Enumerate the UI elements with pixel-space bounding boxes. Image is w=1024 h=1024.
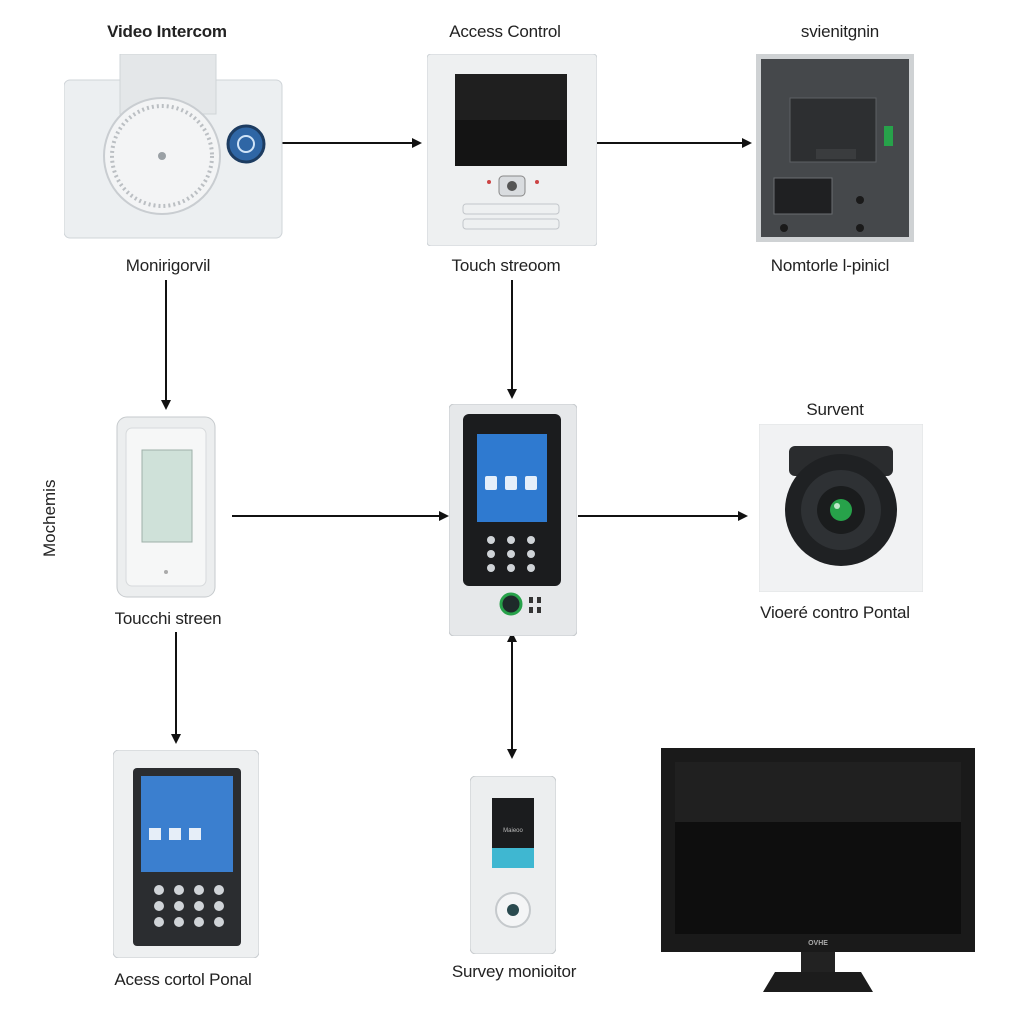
label-survey-monioitor: Survey monioitor xyxy=(451,962,577,981)
access-control-device xyxy=(427,54,597,246)
label-touch-streoom: Touch streoom xyxy=(451,256,561,275)
label-video-intercom: Video Intercom xyxy=(107,22,227,41)
touch-switch-device xyxy=(116,416,216,598)
control-panel-device xyxy=(756,54,914,242)
video-intercom-device xyxy=(64,54,283,239)
keypad-panel-device xyxy=(449,404,577,636)
label-vioere-contro-pontal: Vioeré contro Pontal xyxy=(760,603,910,622)
label-toucchi-streen: Toucchi streen xyxy=(114,609,222,628)
survey-monitor-device: Maieoo xyxy=(470,776,556,954)
monitor-brand-logo: OVHE xyxy=(808,940,828,947)
label-monirigorvil: Monirigorvil xyxy=(125,256,211,275)
access-panel-device xyxy=(113,750,259,958)
label-survent: Survent xyxy=(806,400,864,419)
label-side-vertical: Mochemis xyxy=(40,479,59,557)
camera-device xyxy=(759,424,923,592)
label-nomtorle-pinicl: Nomtorle l-pinicl xyxy=(770,256,890,275)
large-monitor-device: OVHE xyxy=(661,748,975,994)
survey-monitor-screen-text: Maieoo xyxy=(503,828,523,834)
label-svienitgnin: svienitgnin xyxy=(800,22,880,41)
label-acess-cortol-ponal: Acess cortol Ponal xyxy=(114,970,252,989)
label-access-control: Access Control xyxy=(449,22,561,41)
